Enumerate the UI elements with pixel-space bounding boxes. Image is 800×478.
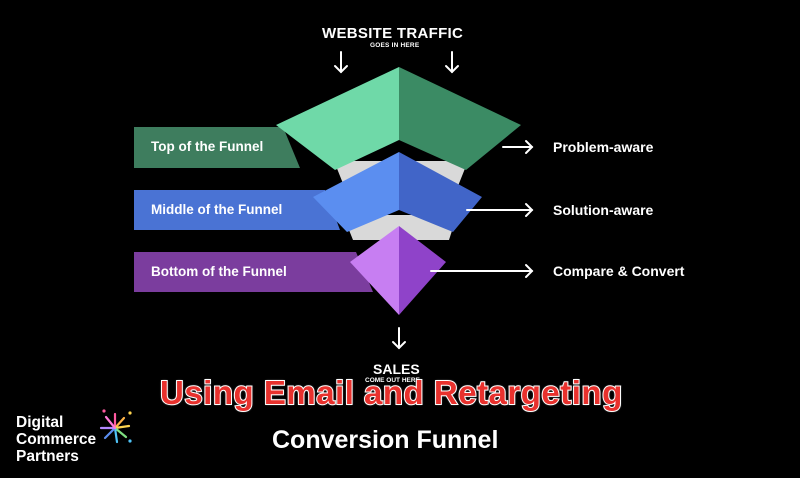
- solution-aware-label: Solution-aware: [553, 202, 654, 218]
- bottom-funnel-label: Bottom of the Funnel: [151, 264, 287, 279]
- sales-subtitle: COME OUT HERE: [365, 377, 420, 384]
- diagram-caption: Conversion Funnel: [272, 426, 499, 454]
- top-funnel-label: Top of the Funnel: [151, 139, 264, 154]
- bottom-stage-bar: [134, 252, 373, 292]
- arrow-right-icon: [466, 203, 534, 217]
- sales-title: SALES: [373, 361, 420, 377]
- traffic-title: WEBSITE TRAFFIC: [322, 25, 464, 42]
- overlay-headline: Using Email and Retargeting: [159, 373, 623, 412]
- funnel-bottom-left: [350, 226, 399, 315]
- funnel-middle-right: [399, 152, 482, 232]
- middle-stage-bar: [134, 190, 340, 230]
- arrow-down-icon: [392, 327, 406, 350]
- brand-name-line3: Partners: [16, 448, 79, 465]
- arrow-right-icon: [430, 264, 534, 278]
- problem-aware-label: Problem-aware: [553, 139, 654, 155]
- compare-convert-label: Compare & Convert: [553, 263, 685, 279]
- traffic-subtitle: GOES IN HERE: [370, 42, 420, 49]
- funnel-top-right: [399, 67, 521, 170]
- top-stage-bar: [134, 127, 300, 168]
- arrow-down-icon: [445, 51, 459, 74]
- arrow-down-icon: [334, 51, 348, 74]
- funnel-middle-left: [313, 152, 399, 232]
- middle-funnel-label: Middle of the Funnel: [151, 202, 283, 217]
- sparkle-logo-icon: [99, 409, 132, 444]
- arrow-right-icon: [502, 140, 534, 154]
- funnel-bottom-right: [399, 226, 446, 315]
- brand-name-line2: Commerce: [16, 431, 97, 448]
- brand-name-line1: Digital: [16, 414, 64, 431]
- funnel-top-left: [276, 67, 399, 170]
